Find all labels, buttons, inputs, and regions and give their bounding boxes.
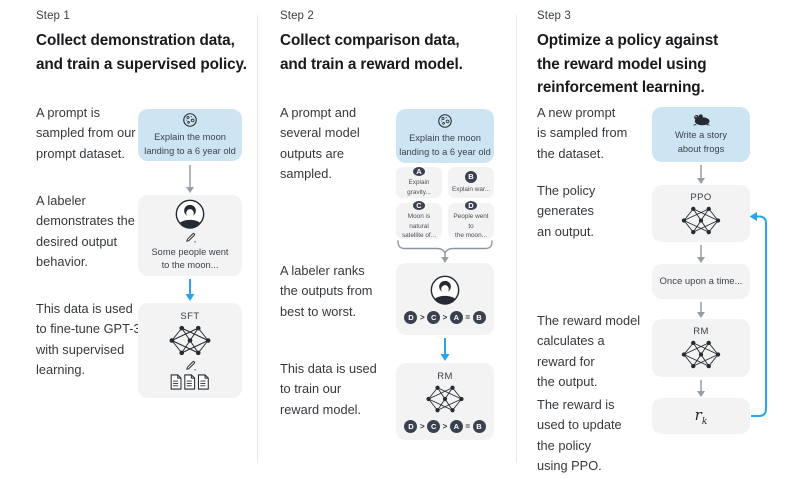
step1-label: Step 1 xyxy=(36,10,70,22)
output-letter-badge: D xyxy=(465,201,477,211)
output-letter-badge: C xyxy=(413,201,425,211)
step3-ppo-box: PPO xyxy=(652,185,750,242)
feedback-loop-arrow xyxy=(749,212,767,417)
output-card-text: Explain war... xyxy=(451,185,490,193)
rank-chip: D xyxy=(404,310,418,324)
column-divider-1 xyxy=(257,15,258,463)
rank-operator: > xyxy=(419,312,425,322)
arrow-down-gray xyxy=(697,165,705,184)
policy-output-text: Once upon a time... xyxy=(659,276,743,287)
rank-chip: D xyxy=(404,419,418,433)
step3-caption-update: The reward is used to update the policy … xyxy=(537,397,622,474)
ppo-label: PPO xyxy=(690,191,712,203)
step3-prompt-text: Write a story about frogs xyxy=(674,130,727,154)
rank-operator: > xyxy=(419,421,425,431)
arrow-down-blue xyxy=(185,279,195,301)
rank-chip: A xyxy=(449,419,463,433)
step3-caption-reward: The reward model calculates a reward for… xyxy=(537,313,641,390)
pencil-icon xyxy=(185,361,196,371)
ranking-row: D > C > A = B xyxy=(404,419,486,433)
output-card-c: C Moon is natural satellite of... xyxy=(396,201,442,240)
neural-network-icon xyxy=(426,385,464,412)
frog-icon xyxy=(692,114,710,126)
step3-caption-prompt: A new prompt is sampled from the dataset… xyxy=(537,105,628,161)
rank-chip: A xyxy=(449,310,463,324)
ranking-row: D > C > A = B xyxy=(404,310,486,324)
rank-chip: B xyxy=(472,419,486,433)
step1-labeler-box: Some people went to the moon... xyxy=(138,195,242,276)
step1-caption-prompt: A prompt is sampled from our prompt data… xyxy=(36,105,136,161)
step2-caption-rank: A labeler ranks the outputs from best to… xyxy=(280,263,373,319)
step2-caption-train: This data is used to train our reward mo… xyxy=(280,361,377,417)
arrow-down-gray xyxy=(697,245,705,263)
rm-label: RM xyxy=(437,370,453,382)
pencil-icon xyxy=(185,232,196,243)
step2-prompt-box: Explain the moon landing to a 6 year old xyxy=(396,109,494,163)
sft-label: SFT xyxy=(180,311,200,322)
step3-heading: Optimize a policy against the reward mod… xyxy=(537,32,719,97)
neural-network-icon xyxy=(681,206,721,234)
step2-heading: Collect comparison data, and train a rew… xyxy=(280,32,463,73)
step3-rm-box: RM xyxy=(652,319,750,377)
arrow-down-gray xyxy=(697,380,705,397)
output-card-text: Explain gravity... xyxy=(407,179,431,196)
step3-reward-box: rk xyxy=(652,398,750,434)
rank-chip: C xyxy=(427,419,441,433)
step2-label: Step 2 xyxy=(280,10,314,22)
arrow-down-gray xyxy=(441,253,449,263)
step2-caption-prompt: A prompt and several model outputs are s… xyxy=(280,105,360,182)
neural-network-icon xyxy=(681,340,721,369)
step1-prompt-box: Explain the moon landing to a 6 year old xyxy=(138,109,242,161)
rank-chip: B xyxy=(472,310,486,324)
moon-icon xyxy=(183,113,197,127)
column-divider-2 xyxy=(516,15,517,463)
neural-network-icon xyxy=(169,325,211,356)
step1-heading: Collect demonstration data, and train a … xyxy=(36,32,247,73)
step1-prompt-text: Explain the moon landing to a 6 year old xyxy=(144,132,236,156)
step1-sft-box: SFT xyxy=(138,303,242,398)
rank-chip: C xyxy=(427,310,441,324)
labeler-avatar-icon xyxy=(430,275,460,305)
step2-labeler-box: D > C > A = B xyxy=(396,263,494,335)
rank-operator: = xyxy=(465,312,470,322)
curly-brace xyxy=(397,240,493,255)
step3-output-box: Once upon a time... xyxy=(652,264,750,299)
output-card-text: Moon is natural satellite of... xyxy=(401,213,437,240)
rank-operator: > xyxy=(442,421,448,431)
output-letter-badge: A xyxy=(413,167,425,177)
reward-value: rk xyxy=(694,405,708,427)
rank-operator: = xyxy=(465,421,470,431)
step3-caption-policy: The policy generates an output. xyxy=(537,183,596,239)
output-letter-badge: B xyxy=(465,170,477,183)
output-card-d: D People went to the moon... xyxy=(448,201,494,240)
moon-icon xyxy=(438,114,452,128)
documents-icon xyxy=(170,374,209,390)
step3-label: Step 3 xyxy=(537,10,571,22)
step3-prompt-box: Write a story about frogs xyxy=(652,107,750,162)
arrow-down-blue xyxy=(440,338,450,361)
output-card-text: People went to the moon... xyxy=(453,213,489,240)
arrow-down-gray xyxy=(697,302,705,318)
step1-labeler-text: Some people went to the moon... xyxy=(151,246,229,270)
step1-caption-labeler: A labeler demonstrates the desired outpu… xyxy=(36,193,135,270)
step2-prompt-text: Explain the moon landing to a 6 year old xyxy=(399,133,491,157)
labeler-avatar-icon xyxy=(175,199,205,229)
output-card-b: B Explain war... xyxy=(448,167,494,198)
step1-caption-train: This data is used to fine-tune GPT-3 wit… xyxy=(36,301,141,378)
arrow-down-gray xyxy=(186,165,194,193)
step2-rm-box: RM D > C > A = B xyxy=(396,363,494,440)
rank-operator: > xyxy=(442,312,448,322)
output-card-a: A Explain gravity... xyxy=(396,167,442,198)
rm-label: RM xyxy=(693,326,709,337)
